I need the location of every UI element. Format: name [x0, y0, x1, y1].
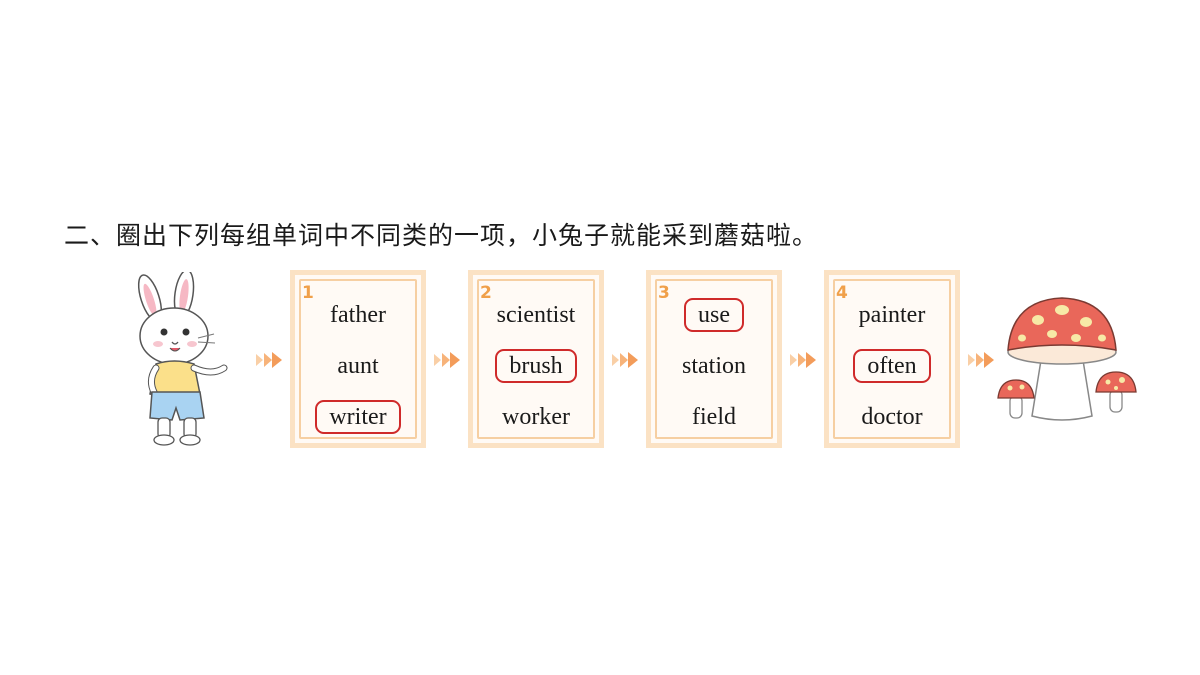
word-option[interactable]: father	[330, 302, 386, 328]
word-option[interactable]: station	[682, 353, 746, 379]
word-group-card-4: 4 painter often doctor	[824, 270, 960, 448]
word-option-circled[interactable]: brush	[473, 349, 599, 383]
word-group-card-1: 1 father aunt writer	[290, 270, 426, 448]
arrow-icon	[968, 352, 994, 368]
instruction-text: 二、圈出下列每组单词中不同类的一项，小兔子就能采到蘑菇啦。	[64, 221, 819, 250]
arrow-icon	[256, 352, 282, 368]
arrow-icon	[790, 352, 816, 368]
group-number: 4	[836, 283, 848, 303]
word-option-circled[interactable]: often	[829, 349, 955, 383]
word-option[interactable]: scientist	[496, 302, 576, 328]
group-number: 1	[302, 283, 314, 303]
rabbit-illustration	[137, 272, 228, 446]
word-option[interactable]: doctor	[861, 404, 923, 430]
arrow-icon	[612, 352, 638, 368]
word-option-circled[interactable]: use	[651, 298, 777, 332]
group-number: 3	[658, 283, 670, 303]
word-group-card-3: 3 use station field	[646, 270, 782, 448]
word-option[interactable]: worker	[502, 404, 570, 430]
word-option[interactable]: painter	[858, 302, 926, 328]
word-option[interactable]: aunt	[337, 353, 379, 379]
arrow-icon	[434, 352, 460, 368]
group-number: 2	[480, 283, 492, 303]
word-option-circled[interactable]: writer	[295, 400, 421, 434]
word-group-card-2: 2 scientist brush worker	[468, 270, 604, 448]
word-option[interactable]: field	[692, 404, 736, 430]
mushroom-illustration	[997, 297, 1137, 421]
